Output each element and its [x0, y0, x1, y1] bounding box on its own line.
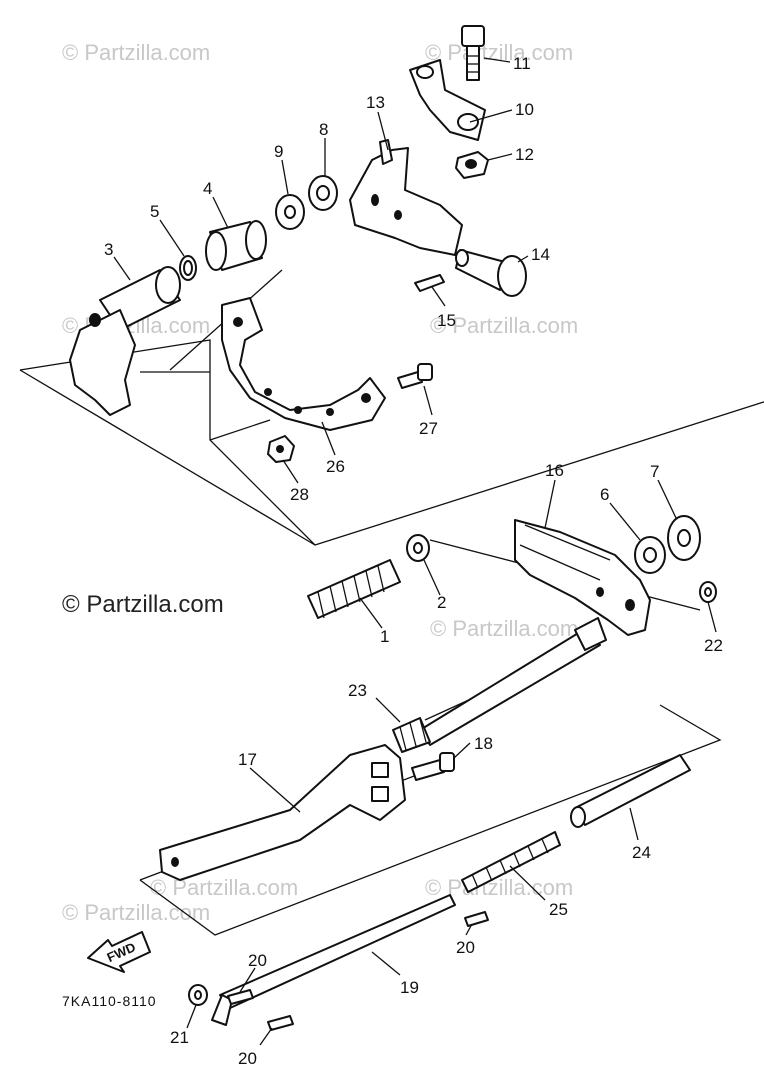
part-17-kick-lever[interactable]: [159, 744, 406, 881]
callout-20-left: 20: [248, 951, 267, 970]
callout-20-bottom: 20: [238, 1049, 257, 1068]
part-18-bolt[interactable]: [411, 752, 455, 781]
callout-5: 5: [150, 202, 159, 221]
callout-17: 17: [238, 750, 257, 769]
callout-20-upper: 20: [456, 938, 475, 957]
part-20-cotter-pin[interactable]: [464, 911, 489, 927]
part-21-washer[interactable]: [188, 984, 208, 1006]
callout-24: 24: [632, 843, 651, 862]
callout-10: 10: [515, 100, 534, 119]
watermark: © Partzilla.com: [425, 40, 573, 65]
callout-13: 13: [366, 93, 385, 112]
callout-11: 11: [513, 54, 531, 73]
part-24-tube[interactable]: [570, 754, 691, 828]
callout-18: 18: [474, 734, 493, 753]
callout-4: 4: [203, 179, 212, 198]
callout-14: 14: [531, 245, 550, 264]
part-8-collar[interactable]: [308, 175, 338, 211]
diagram-code: 7KA110-8110: [62, 993, 157, 1009]
part-12-nut[interactable]: [455, 151, 489, 179]
callout-2: 2: [437, 593, 446, 612]
part-13-bracket-plate[interactable]: [349, 139, 463, 256]
part-27-screw[interactable]: [397, 363, 433, 389]
callout-22: 22: [704, 636, 723, 655]
part-7-washer[interactable]: [667, 515, 701, 561]
part-22-washer[interactable]: [699, 581, 717, 603]
watermark: © Partzilla.com: [430, 616, 578, 641]
callout-23: 23: [348, 681, 367, 700]
callout-15: 15: [437, 311, 456, 330]
callout-26: 26: [326, 457, 345, 476]
callouts: 1 2 3 4 5 6 7 8 9 10 11 12 13 14 15 16 1…: [104, 54, 723, 1068]
part-16-rail-bracket[interactable]: [514, 519, 651, 636]
fwd-arrow-icon: FWD: [87, 931, 151, 973]
part-25-spring[interactable]: [461, 831, 561, 893]
part-11-bolt[interactable]: [461, 25, 485, 81]
callout-3: 3: [104, 240, 113, 259]
leader-lines: [113, 57, 717, 1046]
part-10-bracket[interactable]: [409, 59, 486, 141]
watermark: © Partzilla.com: [62, 591, 224, 618]
watermark: © Partzilla.com: [150, 875, 298, 900]
callout-1: 1: [380, 627, 389, 646]
watermark: © Partzilla.com: [62, 40, 210, 65]
callout-25: 25: [549, 900, 568, 919]
callout-27: 27: [419, 419, 438, 438]
part-15-cotter-pin[interactable]: [414, 274, 445, 292]
callout-12: 12: [515, 145, 534, 164]
part-28-nut[interactable]: [267, 435, 295, 463]
part-19-rod[interactable]: [211, 894, 456, 1026]
callout-7: 7: [650, 462, 659, 481]
part-9-washer[interactable]: [275, 194, 305, 230]
part-5-clip-ring[interactable]: [179, 255, 197, 281]
callout-8: 8: [319, 120, 328, 139]
part-6-collar[interactable]: [634, 536, 666, 574]
part-14-pin[interactable]: [455, 249, 527, 297]
part-20-cotter-pin[interactable]: [267, 1015, 294, 1031]
callout-16: 16: [545, 461, 564, 480]
callout-19: 19: [400, 978, 419, 997]
part-3-lever-arm[interactable]: [69, 266, 181, 416]
callout-28: 28: [290, 485, 309, 504]
callout-6: 6: [600, 485, 609, 504]
part-26-arc-plate[interactable]: [221, 297, 386, 431]
part-1-spring[interactable]: [307, 559, 401, 619]
part-2-washer[interactable]: [406, 534, 430, 562]
callout-21: 21: [170, 1028, 189, 1047]
watermark: © Partzilla.com: [430, 313, 578, 338]
callout-9: 9: [274, 142, 283, 161]
part-4-bushing[interactable]: [205, 220, 267, 271]
part-23-spring[interactable]: [392, 717, 431, 753]
part-20-cotter-pin[interactable]: [227, 989, 254, 1005]
watermark: © Partzilla.com: [62, 900, 210, 925]
